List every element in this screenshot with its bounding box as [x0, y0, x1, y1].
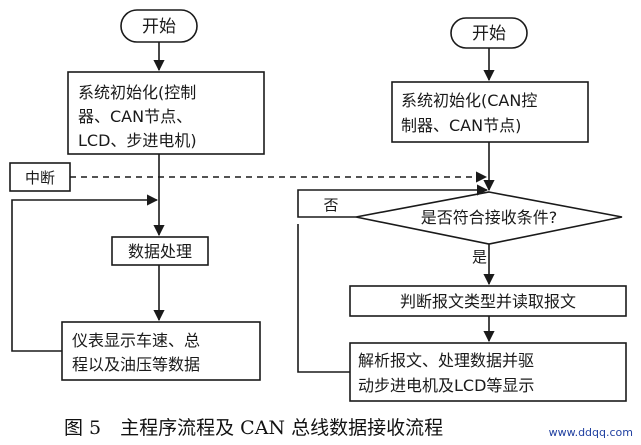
right-start-terminal: 开始 — [450, 17, 528, 49]
left-init-line-2: 器、CAN节点、 — [78, 107, 192, 126]
right-init-line-1: 系统初始化(CAN控 — [401, 91, 537, 110]
right-parse-line-1: 解析报文、处理数据并驱 — [358, 351, 534, 370]
left-display-box: 仪表显示车速、总 程以及油压等数据 — [61, 321, 261, 381]
interrupt-label: 中断 — [25, 169, 55, 187]
right-parse-box: 解析报文、处理数据并驱 动步进电机及LCD等显示 — [349, 342, 627, 402]
right-parse-line-2: 动步进电机及LCD等显示 — [358, 376, 534, 395]
left-init-line-1: 系统初始化(控制 — [78, 83, 196, 102]
arrow-decision-no-loop — [297, 184, 489, 218]
arrow-left-loop-back — [11, 194, 159, 352]
right-start-label: 开始 — [472, 24, 506, 44]
watermark-text: www.ddqq.com — [549, 426, 633, 439]
figure-caption: 图 5 主程序流程及 CAN 总线数据接收流程 — [64, 417, 443, 439]
arrow-right-loop-back — [297, 224, 350, 373]
right-judge-label: 判断报文类型并读取报文 — [400, 292, 576, 311]
left-init-line-3: LCD、步进电机) — [78, 131, 197, 150]
right-init-line-2: 制器、CAN节点) — [401, 116, 521, 135]
decision-label: 是否符合接收条件? — [421, 208, 558, 227]
right-judge-box: 判断报文类型并读取报文 — [349, 285, 627, 317]
left-start-terminal: 开始 — [120, 9, 198, 43]
left-display-line-2: 程以及油压等数据 — [72, 355, 200, 374]
yes-label: 是 — [472, 248, 487, 266]
left-display-line-1: 仪表显示车速、总 — [72, 331, 200, 350]
interrupt-box: 中断 — [9, 162, 71, 192]
left-init-box: 系统初始化(控制 器、CAN节点、 LCD、步进电机) — [67, 71, 265, 155]
left-start-label: 开始 — [142, 17, 176, 37]
left-process-label: 数据处理 — [128, 242, 192, 261]
right-init-box: 系统初始化(CAN控 制器、CAN节点) — [391, 81, 589, 143]
no-label: 否 — [323, 196, 338, 214]
left-process-box: 数据处理 — [111, 236, 209, 266]
decision-diamond: 是否符合接收条件? — [355, 191, 623, 245]
